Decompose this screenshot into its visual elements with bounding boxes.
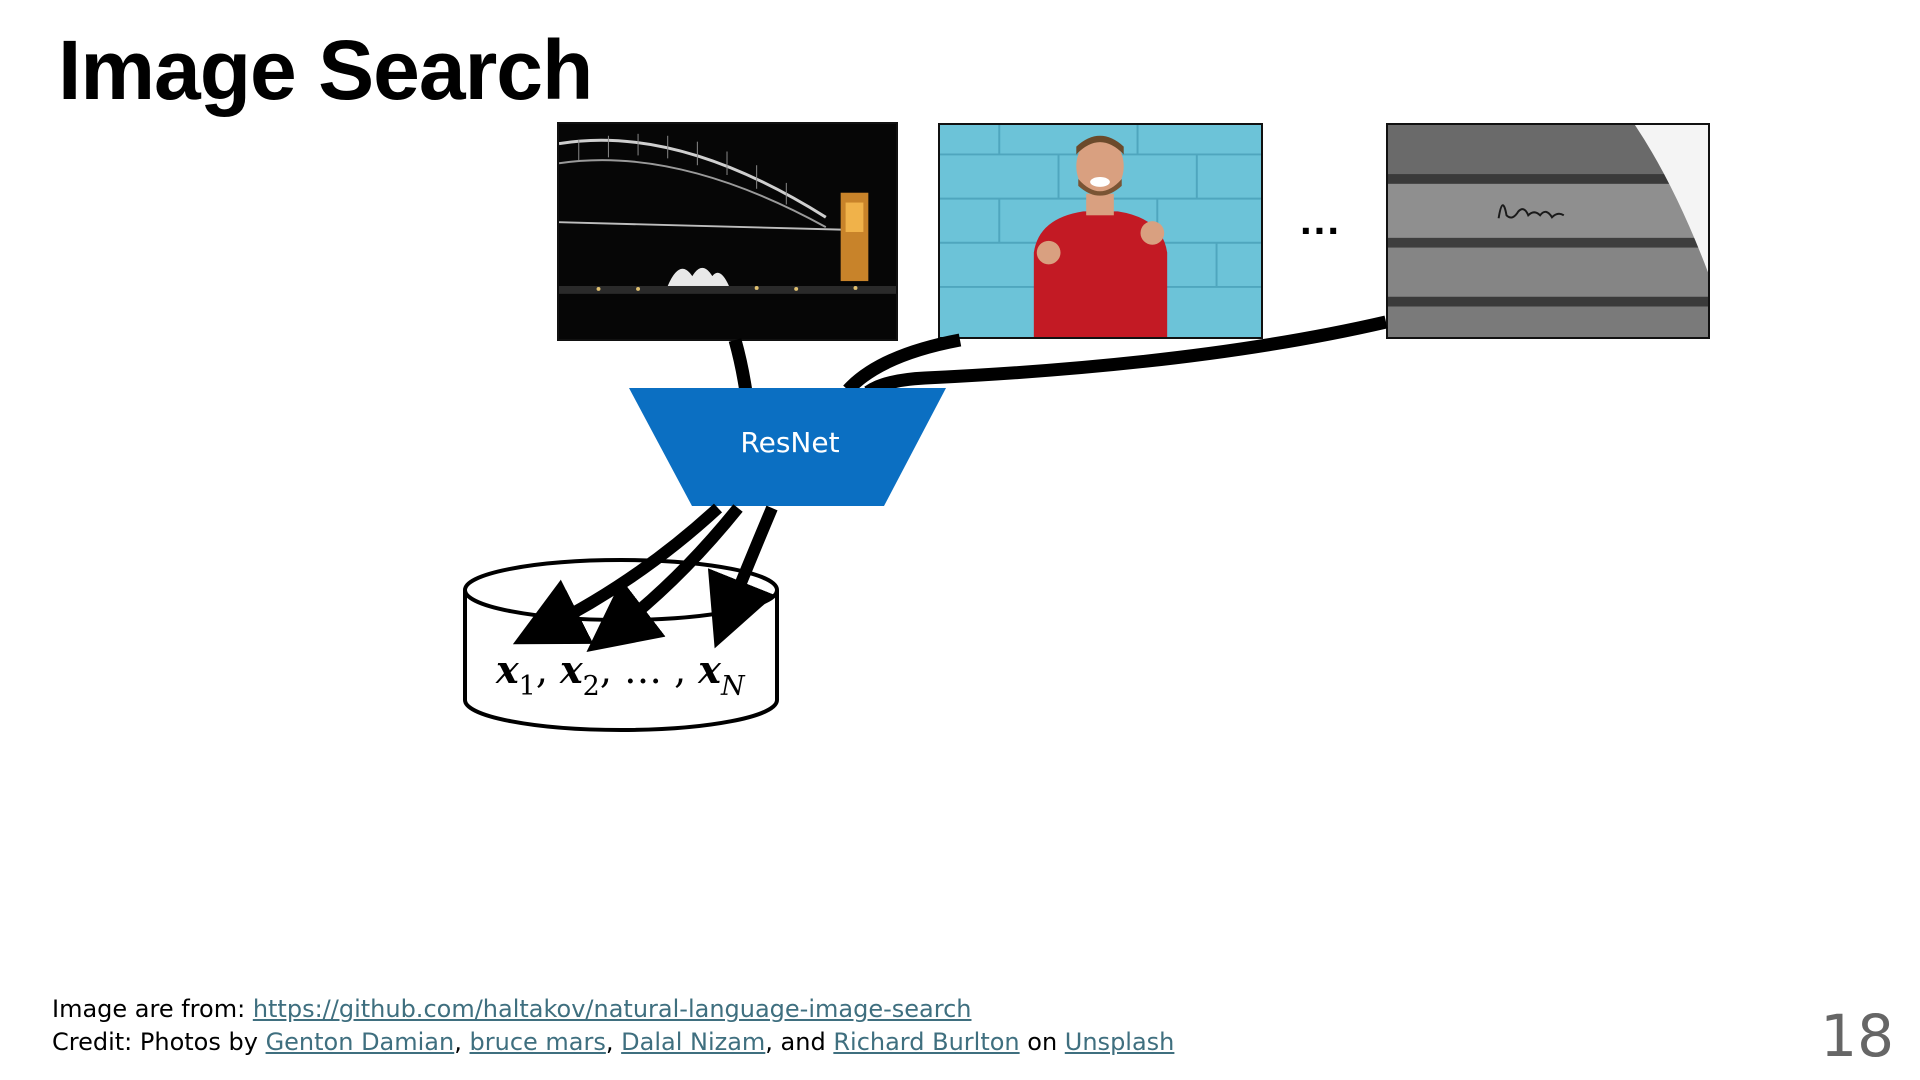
laughing-man-red-sweater-photo — [938, 123, 1263, 339]
resnet-encoder-shape — [629, 388, 946, 506]
sydney-harbour-night-photo — [557, 122, 898, 341]
output-arrow-2 — [586, 504, 743, 652]
image-credits: Image are from: https://github.com/halta… — [52, 993, 1174, 1059]
credit-line: Credit: Photos by Genton Damian, bruce m… — [52, 1028, 1175, 1056]
credit-link-dalal-nizam[interactable]: Dalal Nizam — [621, 1028, 766, 1056]
more-images-ellipsis: ... — [1300, 196, 1342, 243]
input-curve-3 — [864, 315, 1388, 398]
database-vectors-label: x1, x2, … , xN — [496, 647, 745, 702]
input-curve-1 — [728, 338, 753, 393]
resnet-label: ResNet — [740, 426, 840, 459]
credit-link-richard-burlton[interactable]: Richard Burlton — [833, 1028, 1020, 1056]
credit-link-genton-damian[interactable]: Genton Damian — [265, 1028, 455, 1056]
slide-title: Image Search — [58, 23, 593, 117]
credit-link-unsplash[interactable]: Unsplash — [1064, 1028, 1175, 1056]
source-link[interactable]: https://github.com/haltakov/natural-lang… — [252, 995, 972, 1023]
output-arrow-1 — [512, 503, 723, 645]
source-line: Image are from: https://github.com/halta… — [52, 995, 972, 1023]
love-stairs-bw-photo — [1386, 123, 1710, 339]
output-arrow-3 — [707, 505, 778, 649]
credit-link-bruce-mars[interactable]: bruce mars — [469, 1028, 606, 1056]
page-number: 18 — [1820, 1002, 1894, 1070]
input-curve-2 — [843, 333, 962, 395]
